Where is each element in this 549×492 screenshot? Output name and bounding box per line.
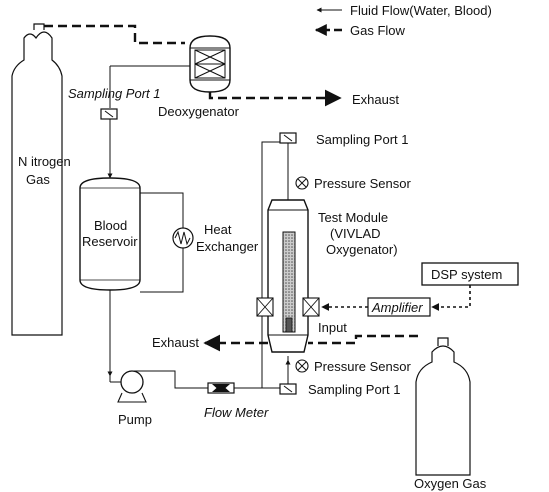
deoxygenator <box>189 35 231 93</box>
legend: Fluid Flow(Water, Blood) Gas Flow <box>314 3 492 38</box>
pressure-sensor-bottom-label: Pressure Sensor <box>314 359 411 374</box>
pressure-sensor-top-label: Pressure Sensor <box>314 176 411 191</box>
heat-exchanger-label: Heat <box>204 222 232 237</box>
amplifier-label: Amplifier <box>371 300 423 315</box>
test-module-label-3: Oxygenator) <box>326 242 398 257</box>
heat-exchanger-label-2: Exchanger <box>196 239 259 254</box>
pump <box>110 370 147 403</box>
test-module-label: Test Module <box>318 210 388 225</box>
heat-exchanger <box>172 227 194 249</box>
sampling-port-bottom-label: Sampling Port 1 <box>308 382 401 397</box>
exhaust-gas-line-top <box>208 89 342 107</box>
heat-exchanger-line-top <box>140 192 184 228</box>
input-label: Input <box>318 320 347 335</box>
gas-flow-legend-label: Gas Flow <box>350 23 406 38</box>
pump-label: Pump <box>118 412 152 427</box>
oxygen-cylinder <box>415 337 471 476</box>
exhaust-top-label: Exhaust <box>352 92 399 107</box>
heat-exchanger-line-bottom <box>140 248 184 293</box>
nitrogen-gas-label: N itrogen <box>18 154 71 169</box>
sampling-port-top <box>279 132 297 144</box>
flow-meter <box>207 382 235 394</box>
blood-reservoir-label: Blood <box>94 218 127 233</box>
dsp-system-label: DSP system <box>431 267 502 282</box>
nitrogen-gas-label-2: Gas <box>26 172 50 187</box>
fluid-line-pump-to-meter <box>143 370 208 389</box>
oxygen-gas-line <box>308 334 418 345</box>
deoxygenator-label: Deoxygenator <box>158 104 240 119</box>
nitrogen-gas-line <box>44 24 185 45</box>
sampling-port-left <box>100 108 118 120</box>
pressure-sensor-bottom <box>295 359 309 373</box>
sampling-port-bottom <box>279 383 297 395</box>
blood-reservoir <box>79 177 141 291</box>
test-module-label-2: (VIVLAD <box>330 226 381 241</box>
sampling-port-top-label: Sampling Port 1 <box>316 132 409 147</box>
sampling-port-left-label: Sampling Port 1 <box>68 86 161 101</box>
blood-reservoir-label-2: Reservoir <box>82 234 138 249</box>
dsp-to-amplifier-line <box>431 285 471 311</box>
flow-meter-label: Flow Meter <box>204 405 269 420</box>
oxygenator-fiber-bundle <box>282 231 296 333</box>
oxygen-gas-label: Oxygen Gas <box>414 476 487 491</box>
test-module <box>256 199 320 353</box>
exhaust-left-label: Exhaust <box>152 335 199 350</box>
pressure-sensor-top <box>295 176 309 190</box>
fluid-flow-legend-label: Fluid Flow(Water, Blood) <box>350 3 492 18</box>
